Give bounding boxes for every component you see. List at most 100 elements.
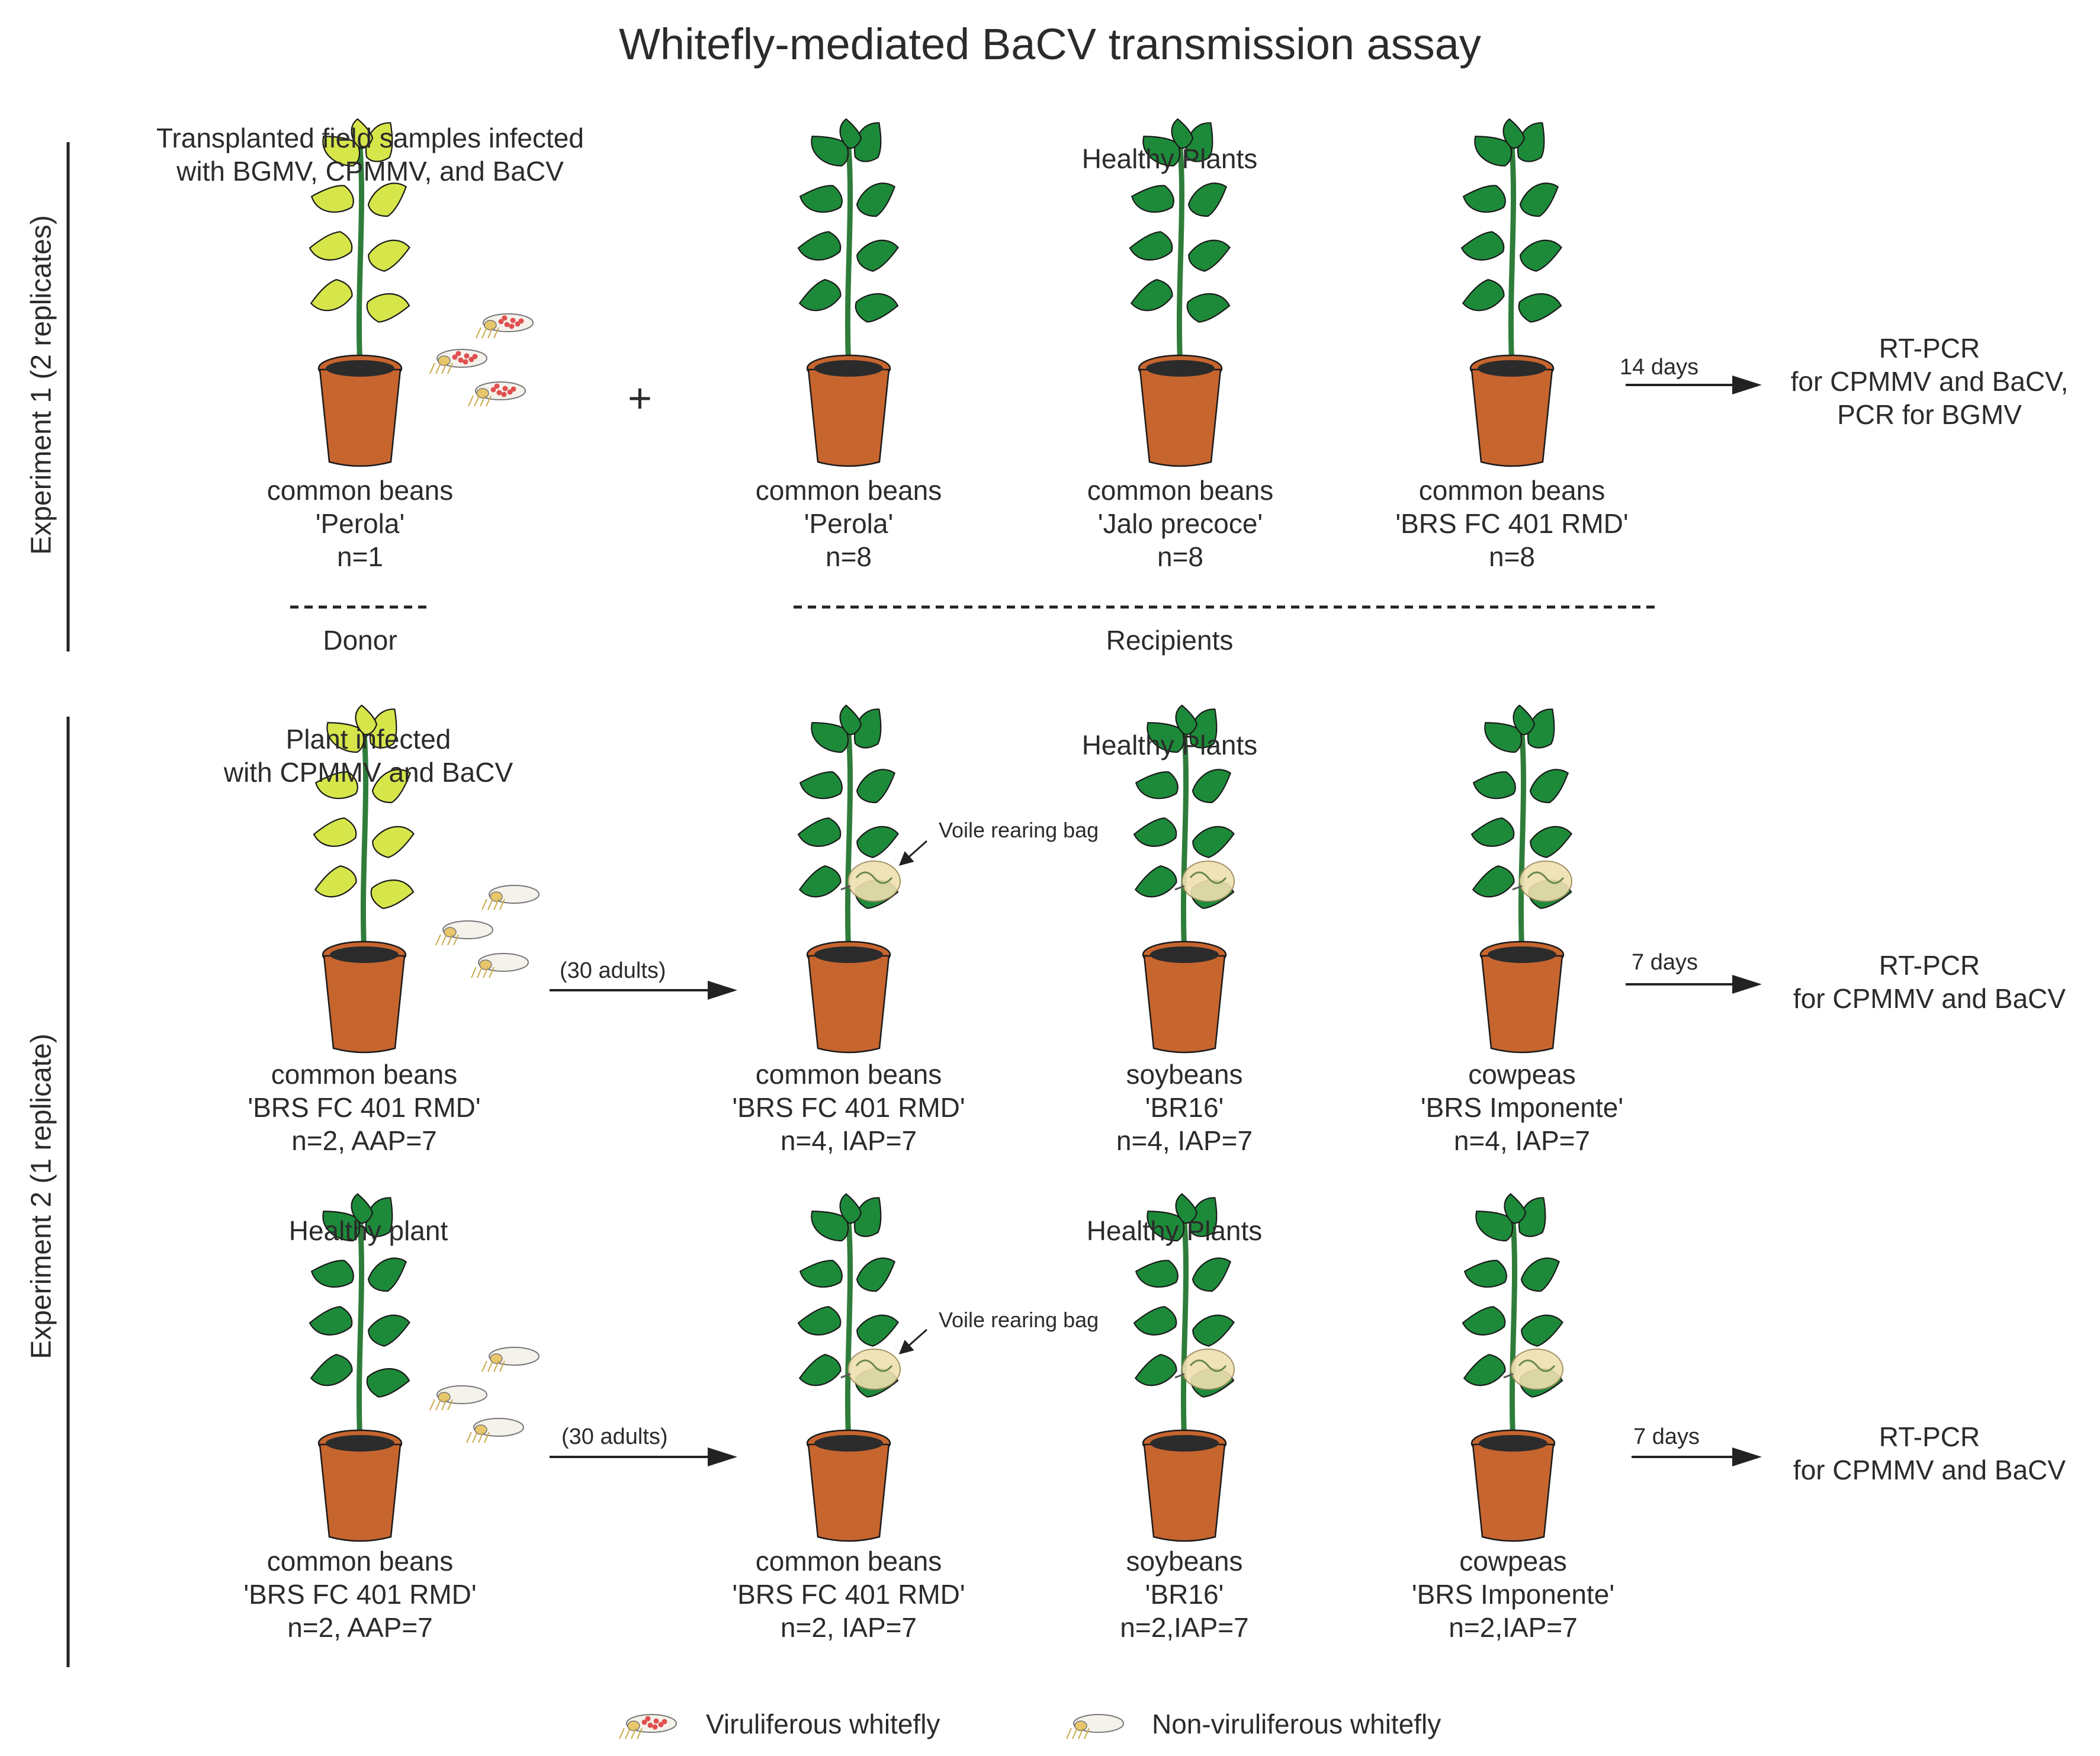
legend-non-viruliferous-label: Non-viruliferous whitefly: [1152, 1709, 1441, 1739]
result-line1: RT-PCR: [1879, 950, 1980, 981]
bag-tie: [1174, 1373, 1185, 1379]
leaf: [351, 1193, 374, 1224]
plant-species: common beans: [266, 1546, 454, 1577]
leg: [483, 967, 489, 978]
exp2-row1-recipient-1-label: common beans 'BRS FC 401 RMD' n=4, IAP=7: [732, 1058, 965, 1157]
pot-soil: [330, 946, 399, 963]
leaf: [1474, 136, 1513, 167]
bag-pointer: [898, 840, 927, 866]
leaf: [1462, 279, 1505, 312]
bag-pointer: [898, 1328, 927, 1354]
stem: [1176, 145, 1185, 370]
pot-soil: [1146, 360, 1215, 377]
leg: [481, 1360, 487, 1372]
heading-line1: Plant infected: [285, 724, 451, 755]
leaf: [1134, 865, 1177, 898]
leaf: [856, 1257, 896, 1292]
leg: [489, 967, 495, 978]
leaf: [1186, 293, 1231, 323]
exp2-row2-donor-label: common beans 'BRS FC 401 RMD' n=2, AAP=7: [243, 1545, 476, 1644]
virus-dot: [455, 351, 461, 357]
plant-species: common beans: [755, 1059, 942, 1090]
plant-species: soybeans: [1126, 1059, 1243, 1090]
pot-soil: [814, 360, 883, 377]
leaf: [370, 879, 415, 909]
exp1-donor-label: common beans 'Perola' n=1: [267, 474, 454, 573]
leg: [472, 1431, 478, 1443]
bag-body: [1510, 1349, 1563, 1390]
bag-leaf: [855, 871, 893, 884]
non-viruliferous-whitefly: [471, 953, 529, 978]
leg: [1084, 1728, 1090, 1739]
exp2-row1-recipient-plant-3: [1470, 704, 1573, 1054]
exp2-row2-transfer-arrow-head: [708, 1447, 737, 1466]
pot-soil: [326, 360, 394, 377]
plant-cultivar: 'BRS Imponente': [1411, 1579, 1615, 1610]
bag-leaf: [1189, 871, 1227, 884]
exp2-row1-recipients-heading: Healthy Plants: [1081, 730, 1258, 760]
exp2-row2-recipient-plant-1: [797, 1193, 900, 1542]
leg: [447, 934, 453, 946]
stem: [1509, 1220, 1518, 1445]
exp2-row1-recipient-3-label: cowpeas 'BRS Imponente' n=4, IAP=7: [1421, 1058, 1623, 1157]
plant-species: common beans: [266, 475, 454, 506]
leaf: [1513, 704, 1536, 736]
experiment-2-label: Experiment 2 (1 replicate): [25, 1033, 57, 1359]
leaf: [1518, 293, 1562, 323]
plant-cultivar: 'BR16': [1145, 1092, 1224, 1123]
virus-dot: [464, 353, 470, 359]
leaf: [856, 182, 896, 217]
plant-cultivar: 'Jalo precoce': [1097, 508, 1263, 540]
leaf: [1472, 865, 1515, 898]
leg: [478, 1431, 484, 1443]
viruliferous-whitefly-icon: [619, 1714, 677, 1739]
leg: [499, 898, 505, 910]
result-line2: for CPMMV and BaCV,: [1790, 366, 2069, 397]
viruliferous-whitefly: [429, 349, 487, 374]
head: [438, 355, 451, 366]
leaf: [366, 1368, 410, 1398]
leaf: [314, 771, 358, 800]
head: [444, 927, 457, 938]
heading-line2: with CPMMV and BaCV: [223, 757, 513, 788]
leaf: [797, 817, 842, 847]
exp1-result: RT-PCR for CPMMV and BaCV, PCR for BGMV: [1791, 332, 2069, 431]
exp2-row1-period-label: 7 days: [1632, 950, 1698, 975]
bag-body: [1181, 1349, 1235, 1390]
pot-soil: [814, 946, 883, 963]
leaf: [1135, 1260, 1179, 1288]
virus-dot: [496, 390, 502, 396]
structure-layer: [66, 118, 1762, 1739]
exp2-row2-recipient-1-label: common beans 'BRS FC 401 RMD' n=2, IAP=7: [732, 1545, 965, 1644]
head: [474, 1424, 487, 1435]
leaf: [1142, 136, 1181, 167]
plant-species: common beans: [1418, 475, 1605, 506]
head: [479, 959, 492, 970]
pot-body: [319, 1443, 402, 1542]
plant-cultivar: 'BRS FC 401 RMD': [243, 1579, 477, 1610]
stem: [845, 1220, 853, 1445]
donor-group-label: Donor: [323, 625, 397, 656]
voile-bag: [1503, 1349, 1563, 1390]
pot-soil: [326, 1435, 394, 1452]
virus-dot: [490, 387, 496, 393]
leaf: [351, 118, 374, 149]
exp1-period-label: 14 days: [1620, 355, 1699, 380]
pot-soil: [1479, 1435, 1547, 1452]
leaf: [1171, 118, 1194, 149]
voile-bag: [840, 861, 901, 902]
leg: [625, 1728, 631, 1739]
exp1-recipient-3-label: common beans 'BRS FC 401 RMD' n=8: [1395, 474, 1628, 573]
stem: [845, 731, 853, 956]
leaf: [1188, 239, 1231, 272]
pot-soil: [1150, 1435, 1219, 1452]
leaf: [1529, 769, 1569, 804]
bag-body: [847, 861, 901, 902]
virus-dot: [458, 357, 464, 363]
plant-count: n=8: [1157, 541, 1204, 573]
result-line2: for CPMMV and BaCV: [1793, 1455, 2066, 1486]
leg: [1078, 1728, 1084, 1739]
leaf: [367, 1257, 407, 1292]
viruliferous-whitefly: [468, 381, 526, 407]
leaf: [1462, 1306, 1506, 1336]
